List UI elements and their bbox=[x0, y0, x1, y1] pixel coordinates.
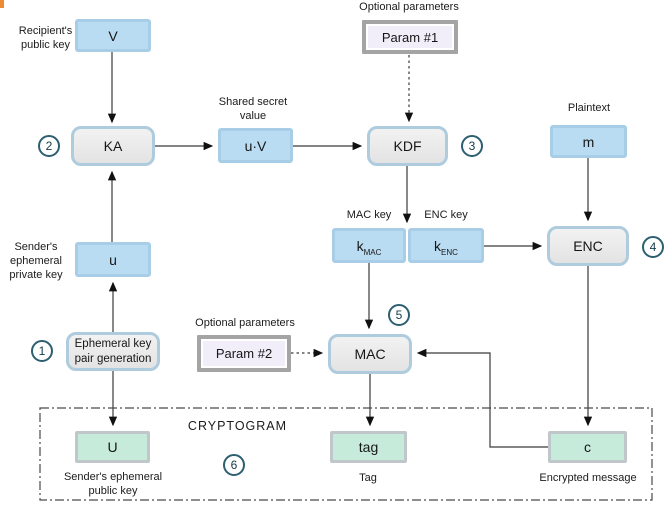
caption-plaintext: Plaintext bbox=[567, 102, 611, 114]
node-uv-label: u·V bbox=[244, 137, 267, 154]
node-kenc: kENC bbox=[408, 228, 484, 263]
step-5-badge: 5 bbox=[388, 304, 410, 326]
node-kenc-label: kENC bbox=[434, 237, 458, 257]
node-mac: MAC bbox=[328, 334, 412, 374]
caption-optional-parameters-2: Optional parameters bbox=[195, 317, 295, 329]
node-v-label: V bbox=[108, 27, 118, 44]
node-u-label: u bbox=[109, 251, 117, 268]
node-enc-label: ENC bbox=[573, 238, 603, 254]
caption-recipient-public-key: Recipient's public key bbox=[18, 25, 73, 51]
step-3-badge: 3 bbox=[461, 135, 483, 157]
caption-sender-public-key: Sender's ephemeral public key bbox=[63, 471, 163, 497]
node-kdf-label: KDF bbox=[393, 138, 422, 154]
node-m-label: m bbox=[582, 133, 595, 150]
node-sender-private-key: u bbox=[75, 242, 151, 277]
caption-mac-key: MAC key bbox=[346, 209, 392, 221]
caption-enc-key: ENC key bbox=[424, 209, 468, 221]
node-shared-secret: u·V bbox=[218, 128, 293, 163]
node-param2-label: Param #2 bbox=[215, 346, 273, 361]
node-param1-label: Param #1 bbox=[381, 29, 439, 45]
node-key-agreement: KA bbox=[71, 126, 155, 166]
node-ciphertext: c bbox=[548, 431, 627, 463]
node-ephemeral-keygen: Ephemeral key pair generation bbox=[66, 332, 160, 371]
node-mac-label: MAC bbox=[354, 346, 386, 362]
corner-artifact bbox=[0, 0, 4, 8]
caption-encrypted-message: Encrypted message bbox=[539, 472, 637, 484]
node-kmac-label: kMAC bbox=[356, 237, 382, 257]
caption-optional-parameters-1: Optional parameters bbox=[359, 1, 459, 13]
step-4-badge: 4 bbox=[642, 236, 664, 258]
node-recipient-public-key: V bbox=[75, 19, 151, 52]
node-sender-public-key: U bbox=[75, 431, 150, 463]
node-tag-label: tag bbox=[358, 439, 379, 455]
node-plaintext: m bbox=[550, 125, 627, 158]
step-1-badge: 1 bbox=[31, 340, 53, 362]
node-eph-label: Ephemeral key pair generation bbox=[74, 337, 152, 365]
caption-sender-private-key: Sender's ephemeral private key bbox=[9, 241, 63, 281]
caption-tag: Tag bbox=[359, 472, 377, 484]
node-kmac: kMAC bbox=[332, 228, 406, 263]
node-upub-label: U bbox=[107, 439, 118, 455]
node-c-label: c bbox=[584, 439, 591, 455]
node-enc: ENC bbox=[547, 226, 629, 266]
node-param1: Param #1 bbox=[362, 20, 458, 54]
step-2-badge: 2 bbox=[38, 135, 60, 157]
caption-shared-secret: Shared secret value bbox=[218, 96, 288, 122]
node-param2: Param #2 bbox=[197, 335, 291, 372]
step-6-badge: 6 bbox=[223, 454, 245, 476]
node-ka-label: KA bbox=[103, 138, 123, 154]
node-tag: tag bbox=[330, 431, 407, 463]
caption-cryptogram: CRYPTOGRAM bbox=[187, 419, 288, 433]
node-kdf: KDF bbox=[367, 126, 448, 166]
